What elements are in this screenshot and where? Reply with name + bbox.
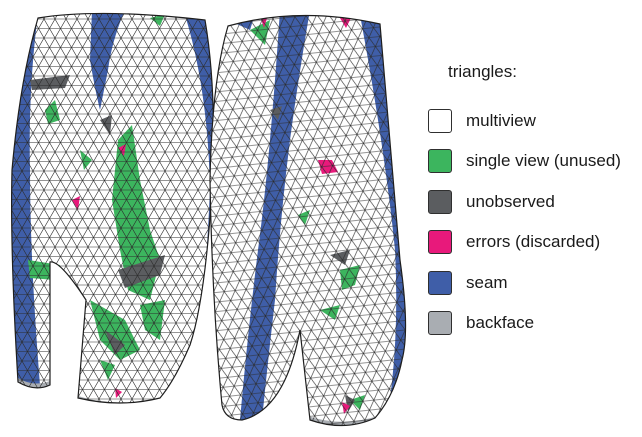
legend-item-errors: errors (discarded) [428, 230, 638, 256]
legend-label-single-view: single view (unused) [466, 151, 621, 171]
legend-label-multiview: multiview [466, 111, 536, 131]
legend-item-backface: backface [428, 311, 638, 337]
legend-label-backface: backface [466, 313, 534, 333]
legend-label-errors: errors (discarded) [466, 232, 600, 252]
legend-label-seam: seam [466, 273, 508, 293]
legend-swatch-backface [428, 311, 452, 335]
left-mesh-model [0, 0, 230, 420]
legend-item-multiview: multiview [428, 109, 638, 135]
legend-title: triangles: [448, 62, 517, 82]
legend-swatch-errors [428, 230, 452, 254]
legend-item-unobserved: unobserved [428, 190, 638, 216]
legend-swatch-multiview [428, 109, 452, 133]
right-mesh-model [200, 0, 415, 437]
legend-swatch-unobserved [428, 190, 452, 214]
legend-item-single-view: single view (unused) [428, 149, 638, 175]
legend-item-seam: seam [428, 271, 638, 297]
legend-swatch-single-view [428, 149, 452, 173]
legend-swatch-seam [428, 271, 452, 295]
legend-label-unobserved: unobserved [466, 192, 555, 212]
